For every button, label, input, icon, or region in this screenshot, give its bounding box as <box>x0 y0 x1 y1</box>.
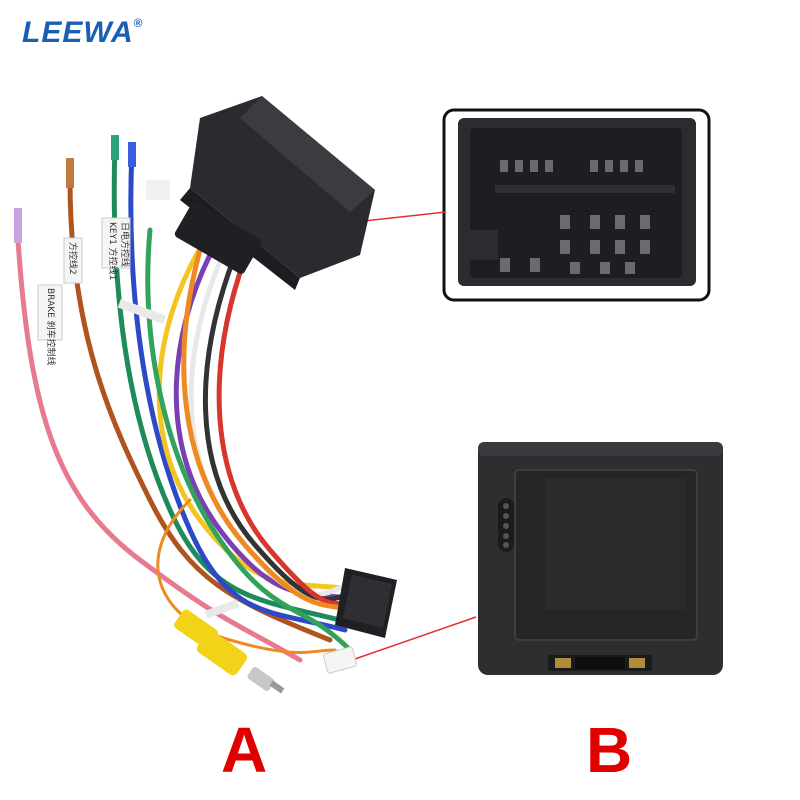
module-port <box>548 655 652 671</box>
label-b: B <box>586 714 633 786</box>
wire-tag-key1 <box>101 217 131 269</box>
label-a: A <box>221 714 268 786</box>
main-harness-connector <box>146 96 375 290</box>
connector-closeup-inset <box>442 108 711 302</box>
callout-line-a <box>354 211 447 223</box>
callout-line-b <box>351 616 477 661</box>
brand-name: LEEWA <box>22 16 134 49</box>
small-white-connector <box>322 646 358 674</box>
brand-logo: LEEWA® <box>22 16 144 50</box>
module-led-column <box>498 498 514 552</box>
wire-tag-brake-text: BRAKE 刹车控制线 <box>45 288 57 366</box>
registered-mark: ® <box>133 16 144 30</box>
wire-harness <box>15 142 375 663</box>
wire-tag-key1-text: KEY1 方控线1 <box>107 222 119 280</box>
wire-tips <box>14 135 136 243</box>
rca-camera-plug <box>174 609 285 694</box>
cable-ties <box>117 299 240 619</box>
wire-tag-key2-text: 方控线2 <box>67 242 79 275</box>
radio-side-connector <box>335 568 397 638</box>
wire-tag-brake <box>37 284 63 341</box>
wire-tag-key1-sub-text: 日电方控线 <box>119 222 131 267</box>
canbus-decoder-module <box>478 442 723 675</box>
connector-pin-grid <box>500 160 650 274</box>
wire-tag-key2 <box>63 237 83 284</box>
